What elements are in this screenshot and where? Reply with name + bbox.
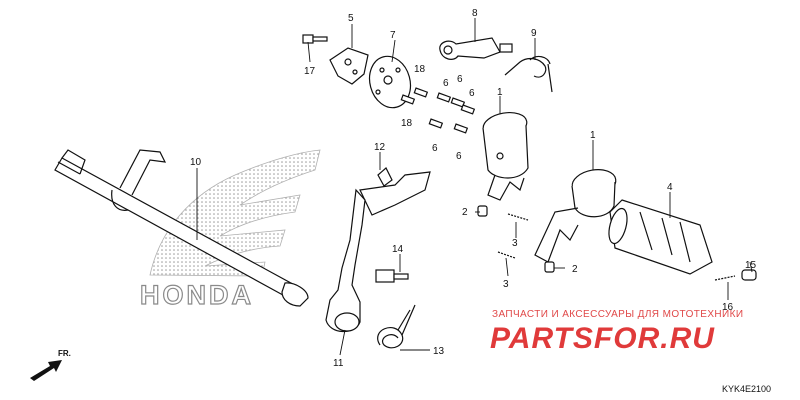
watermark-site: PARTSFOR.RU — [490, 322, 715, 355]
stopper-arm-part — [439, 37, 513, 60]
pin-12 — [377, 167, 393, 187]
shift-drum-part — [608, 199, 713, 275]
callout-6-a: 6 — [443, 78, 449, 89]
drum-plug — [741, 269, 757, 281]
bolt-part — [302, 34, 328, 44]
shift-fork-lower-part — [534, 169, 617, 263]
guide-pin-lower — [544, 261, 555, 273]
front-direction-indicator: FR. — [30, 349, 71, 381]
honda-logo-text: HONDA — [140, 280, 254, 310]
callout-2-lower: 2 — [572, 264, 578, 275]
callout-14: 14 — [392, 244, 404, 255]
shift-shaft-part — [54, 149, 309, 307]
callout-4: 4 — [667, 182, 673, 193]
callout-3-upper: 3 — [512, 238, 518, 249]
guide-pin-upper — [477, 205, 488, 217]
front-label: FR. — [58, 349, 71, 358]
pins-group — [400, 87, 476, 134]
small-parts-group — [477, 205, 757, 281]
spring-upper — [507, 213, 529, 221]
callout-15: 15 — [745, 260, 757, 271]
callout-18-top: 18 — [414, 64, 426, 75]
callout-1-upper: 1 — [497, 87, 503, 98]
callout-12: 12 — [374, 142, 386, 153]
callout-17: 17 — [304, 66, 316, 77]
watermark-tagline: ЗАПЧАСТИ И АКСЕССУАРЫ ДЛЯ МОТОТЕХНИКИ — [492, 309, 743, 320]
callout-18-bottom: 18 — [401, 118, 413, 129]
callout-6-e: 6 — [456, 151, 462, 162]
leader-lines — [196, 18, 753, 356]
callout-3-lower: 3 — [503, 279, 509, 290]
collar-bolt-part — [375, 269, 409, 283]
pin-plate-part — [368, 55, 412, 109]
callout-13: 13 — [433, 346, 445, 357]
callout-16: 16 — [722, 302, 734, 313]
callout-6-b: 6 — [457, 74, 463, 85]
stopper-plate-part — [329, 47, 369, 85]
callouts: 5 7 17 8 9 18 18 6 6 6 6 6 1 1 10 12 2 2… — [190, 8, 757, 369]
return-spring-part — [504, 55, 553, 93]
callout-2-upper: 2 — [462, 207, 468, 218]
spring-drum — [714, 275, 736, 281]
callout-5: 5 — [348, 13, 354, 24]
callout-7: 7 — [390, 30, 396, 41]
coil-spring-part — [377, 304, 416, 349]
callout-11: 11 — [333, 358, 344, 369]
arrow-icon — [30, 360, 62, 381]
shift-arm-part — [325, 167, 431, 333]
spring-lower — [497, 251, 516, 259]
callout-6-d: 6 — [432, 143, 438, 154]
callout-1-lower: 1 — [590, 130, 596, 141]
diagram-code: KYK4E2100 — [722, 384, 771, 394]
callout-10: 10 — [190, 157, 202, 168]
shift-fork-upper-part — [482, 111, 529, 201]
callout-6-c: 6 — [469, 88, 475, 99]
callout-8: 8 — [472, 8, 478, 19]
callout-9: 9 — [531, 28, 537, 39]
